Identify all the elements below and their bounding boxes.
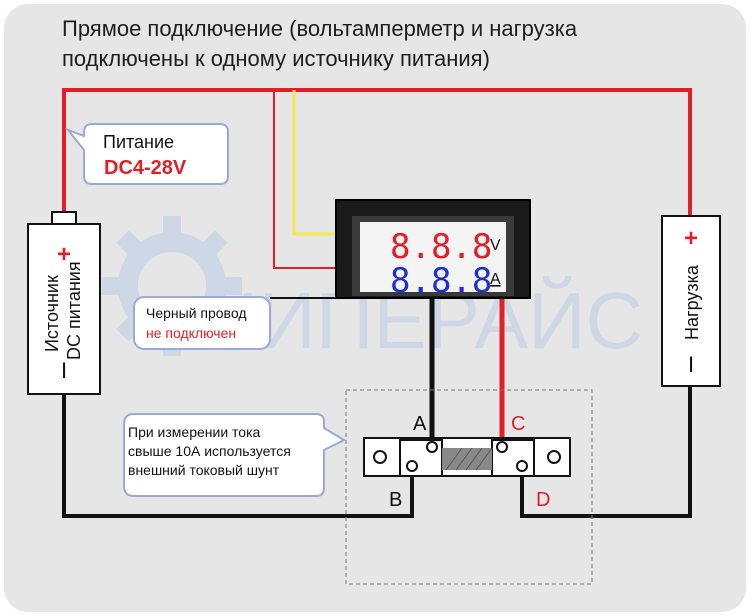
wires: [62, 88, 692, 518]
load-minus: I: [688, 352, 694, 377]
terminal-b-screw-icon: [406, 460, 418, 472]
title-line-2: подключены к одному источнику питания): [62, 46, 490, 71]
terminal-d-screw-icon: [516, 460, 528, 472]
current-shunt: [363, 437, 571, 477]
black-return-wire: [62, 390, 414, 518]
shunt-note-line2: свыше 10А используется: [128, 443, 291, 459]
power-voltage: DC4-28V: [104, 157, 187, 179]
shunt-note: При измерении тока свыше 10А используетс…: [123, 413, 347, 497]
source-label-line1: Источник: [42, 275, 62, 352]
load-plus: +: [684, 225, 698, 252]
current-display: 8.8.8: [390, 261, 492, 301]
voltage-display: 8.8.8: [390, 227, 492, 267]
terminal-label-d: D: [536, 489, 550, 511]
terminal-label-b: B: [389, 489, 402, 511]
shunt-note-line1: При измерении тока: [128, 424, 261, 440]
black-wire-note-line1: Черный провод: [146, 305, 247, 321]
source-minus: I: [61, 358, 67, 383]
black-wire-note-line2: не подключен: [146, 325, 236, 341]
shunt-area-border: [345, 389, 593, 585]
voltage-unit: V: [490, 237, 501, 254]
black-load-return-wire: [520, 386, 692, 518]
terminal-a-screw-icon: [426, 441, 438, 453]
terminal-label-c: C: [511, 413, 525, 435]
source-label-line2: DC питания: [64, 261, 84, 360]
power-label: Питание: [103, 132, 174, 152]
power-callout: Питание DC4-28V: [64, 123, 229, 185]
title-line-1: Прямое подключение (вольтамперметр и наг…: [62, 16, 578, 41]
red-meter-wire: [273, 90, 336, 269]
power-source: + I Источник DC питания: [27, 211, 101, 395]
black-wire-note: Черный провод не подключен: [133, 296, 271, 350]
red-supply-wire: [62, 88, 692, 216]
terminal-label-a: A: [413, 413, 427, 435]
shunt-note-line3: внешний токовый шунт: [128, 462, 280, 478]
source-plus: +: [57, 241, 71, 268]
volt-ammeter: 8.8.8 8.8.8 V A: [335, 199, 531, 301]
load-label: Нагрузка: [682, 264, 702, 340]
current-unit: A: [490, 271, 501, 288]
load: + I Нагрузка: [661, 215, 721, 387]
yellow-wire: [292, 90, 336, 236]
terminal-c-screw-icon: [496, 441, 508, 453]
